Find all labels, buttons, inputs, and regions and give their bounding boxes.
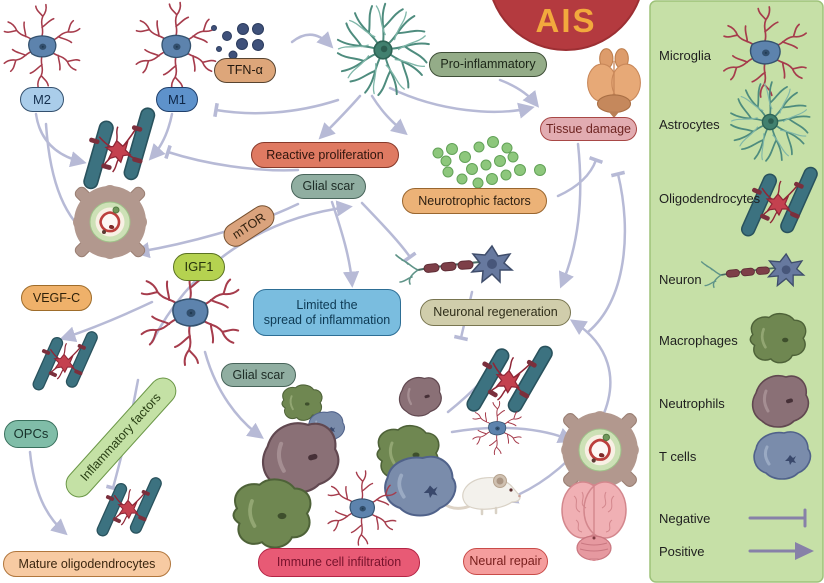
oligodendrocyte-top-left (71, 104, 167, 193)
arrow-immune-to-vessel (450, 426, 575, 443)
legend-label-neuron: Neuron (659, 272, 702, 287)
label-tissue-damage: Tissue damage (540, 117, 637, 141)
label-immune-cell-infiltration: Immune cell infiltration (258, 548, 420, 577)
macrophage-icon (748, 312, 808, 365)
legend-panel-background (649, 0, 824, 583)
microglia-m2-illustration (0, 5, 83, 88)
injured-brain-illustration (586, 48, 642, 119)
arrow-glial-scar-to-limited-spread (330, 200, 360, 288)
label-opcs: OPCs (4, 420, 58, 448)
label-neural-repair: Neural repair (463, 548, 548, 575)
label-m2: M2 (20, 87, 64, 112)
label-mature-oligodendrocytes: Mature oligodendrocytes (3, 551, 171, 577)
label-tfn-alpha: TFN-α (214, 58, 276, 83)
tbar-regeneration-to-tissue-damage (586, 170, 627, 334)
arrow-m1-to-oligodendrocyte (148, 112, 174, 161)
ais-title: AIS (535, 2, 597, 39)
label-glial-scar-lower: Glial scar (221, 363, 296, 387)
legend-label-macrophages: Macrophages (659, 333, 738, 348)
label-reactive-proliferation: Reactive proliferation (251, 142, 399, 168)
macrophage-large (231, 477, 313, 550)
legend-label-neutrophils: Neutrophils (659, 396, 725, 411)
tbar-glial-scar-to-neuron (360, 201, 417, 263)
arrow-glial-scar-to-vessel (133, 202, 300, 259)
t-cell-large (383, 454, 458, 518)
arrow-opcs-to-mature (28, 450, 68, 536)
label-glial-scar-upper: Glial scar (291, 174, 366, 199)
arrow-m2-to-oligodendrocyte (34, 112, 87, 168)
microglia-m1-illustration (132, 3, 220, 90)
label-limited-spread: Limited the spread of inflammation (253, 289, 401, 336)
tbar-neurotrophic-to-tissue-damage (556, 156, 604, 198)
legend-label-t-cells: T cells (659, 449, 697, 464)
vessel-cross-section-left (73, 185, 147, 259)
arrow-astrocyte-to-tissue-damage (388, 86, 535, 119)
astrocyte-illustration (333, 2, 432, 100)
label-m1: M1 (156, 87, 198, 112)
legend-label-negative: Negative (659, 511, 711, 526)
arrow-vessel-to-regeneration (569, 319, 612, 420)
label-neurotrophic-factors: Neurotrophic factors (402, 188, 547, 214)
label-igf1: IGF1 (173, 253, 225, 281)
tbar-astrocyte-to-m1 (213, 98, 340, 118)
vessel-cross-section-right (561, 411, 639, 489)
legend-label-astrocytes: Astrocytes (659, 117, 720, 132)
arrow-tfn-to-astrocyte (290, 31, 334, 49)
mature-oligodendrocyte-illustration (94, 475, 164, 539)
arrow-astrocyte-to-reactive-proliferation (318, 94, 362, 140)
inhibition-arrow-icon (748, 508, 807, 528)
neurotrophic-particles (432, 136, 546, 189)
label-neuronal-regeneration: Neuronal regeneration (420, 299, 571, 326)
arrow-tissue-damage-down (558, 142, 582, 289)
oligodendrocyte-right (463, 335, 556, 422)
arrow-proinflammatory-to-tissue-damage (498, 78, 540, 108)
tbar-reactive-to-oligodendrocyte (164, 144, 300, 172)
ais-badge-circle (492, 0, 640, 51)
repaired-brain-illustration (561, 481, 627, 562)
activation-arrow-icon (748, 542, 814, 560)
neutrophil-small (398, 376, 443, 418)
neuron-illustration (395, 245, 513, 285)
legend-label-oligodendrocytes: Oligodendrocytes (659, 191, 761, 206)
label-pro-inflammatory: Pro-inflammatory (429, 52, 547, 77)
arrow-microglia-to-immune-cells (203, 350, 264, 439)
legend-label-microglia: Microglia (659, 48, 712, 63)
tfn-particles (211, 23, 264, 60)
arrow-astrocyte-to-neurotrophic (370, 94, 408, 136)
opc-oligodendrocyte (30, 329, 100, 393)
legend-label-positive: Positive (659, 544, 705, 559)
label-vegf-c: VEGF-C (21, 285, 92, 311)
arrow-vegfc-to-opc (59, 300, 154, 343)
